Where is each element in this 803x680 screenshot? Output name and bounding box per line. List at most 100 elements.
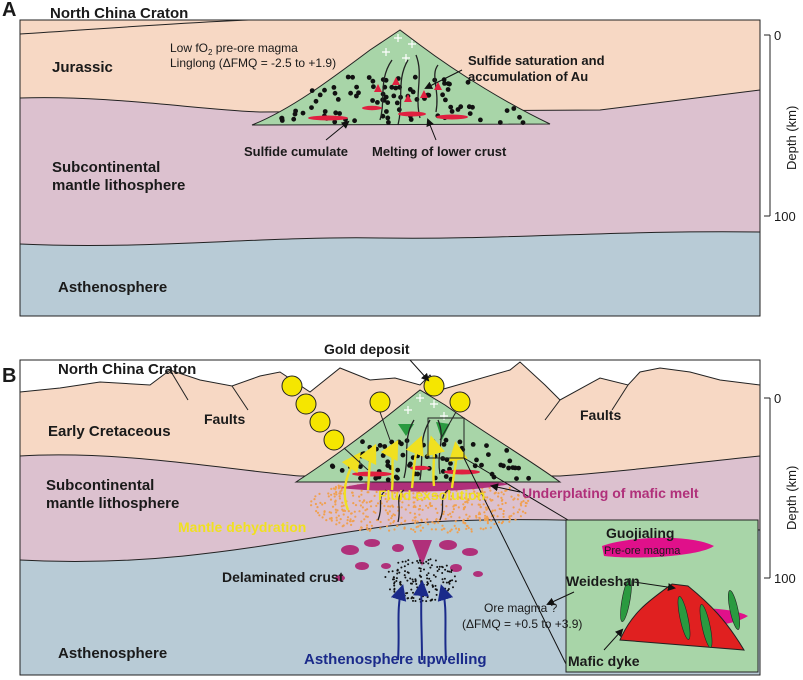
texture-dot bbox=[418, 507, 421, 511]
texture-dot bbox=[506, 465, 511, 471]
texture-dot bbox=[434, 507, 437, 510]
panel-b-deposit-feeders bbox=[343, 411, 457, 471]
texture-dot bbox=[416, 491, 419, 494]
texture-dot bbox=[358, 528, 362, 532]
texture-dot bbox=[485, 517, 488, 520]
panel-b-topography-line bbox=[20, 361, 760, 401]
texture-dot bbox=[370, 98, 375, 103]
texture-dot bbox=[454, 580, 457, 583]
texture-dot bbox=[352, 494, 355, 497]
texture-dot bbox=[410, 527, 413, 531]
texture-dot bbox=[404, 570, 406, 573]
texture-dot bbox=[369, 521, 372, 524]
inset-weideshan-arrow bbox=[633, 581, 676, 592]
texture-dot bbox=[291, 116, 297, 122]
texture-dot bbox=[415, 583, 418, 585]
texture-dot bbox=[476, 492, 479, 495]
texture-dot bbox=[445, 87, 451, 92]
texture-dot bbox=[398, 571, 401, 574]
texture-dot bbox=[395, 577, 398, 580]
texture-dot bbox=[335, 523, 338, 526]
texture-dot bbox=[478, 498, 481, 502]
panel-a-jurassic-label: Jurassic bbox=[52, 59, 113, 76]
texture-dot bbox=[440, 92, 445, 98]
texture-dot bbox=[393, 474, 399, 480]
texture-dot bbox=[412, 528, 415, 531]
texture-dot bbox=[479, 519, 482, 522]
texture-dot bbox=[414, 519, 417, 522]
texture-dot bbox=[412, 74, 418, 80]
texture-dot bbox=[524, 496, 527, 499]
texture-dot bbox=[512, 512, 515, 515]
texture-dot bbox=[368, 500, 371, 503]
texture-dot bbox=[452, 505, 455, 508]
texture-dot bbox=[452, 586, 454, 589]
texture-dot bbox=[327, 495, 330, 498]
texture-dot bbox=[392, 521, 395, 524]
texture-dot bbox=[502, 512, 505, 516]
texture-dot bbox=[389, 522, 392, 525]
texture-dot bbox=[414, 600, 417, 602]
texture-dot bbox=[364, 509, 367, 512]
texture-dot bbox=[434, 575, 437, 578]
texture-dot bbox=[525, 502, 528, 505]
texture-dot bbox=[445, 564, 448, 567]
texture-dot bbox=[470, 503, 474, 506]
texture-dot bbox=[450, 571, 453, 573]
texture-dot bbox=[432, 574, 435, 577]
texture-dot bbox=[310, 500, 313, 503]
panel-b-faults-left-label: Faults bbox=[204, 411, 245, 427]
texture-dot bbox=[422, 585, 425, 588]
texture-dot bbox=[365, 515, 368, 518]
texture-dot bbox=[379, 527, 382, 530]
texture-dot bbox=[498, 462, 504, 468]
texture-dot bbox=[405, 592, 408, 595]
texture-dot bbox=[436, 566, 439, 568]
texture-dot bbox=[510, 495, 513, 498]
texture-dot bbox=[337, 111, 342, 116]
texture-dot bbox=[438, 565, 441, 568]
texture-dot bbox=[511, 106, 517, 111]
texture-dot bbox=[323, 502, 327, 505]
texture-dot bbox=[322, 87, 327, 93]
gold-deposit-circle bbox=[449, 391, 471, 413]
texture-dot bbox=[376, 502, 380, 505]
texture-dot bbox=[419, 570, 422, 573]
panel-a-lab-line bbox=[20, 231, 760, 246]
texture-dot bbox=[414, 516, 417, 519]
texture-dot bbox=[346, 516, 350, 519]
texture-dot bbox=[419, 529, 422, 532]
texture-dot bbox=[483, 491, 486, 494]
texture-dot bbox=[433, 522, 436, 525]
panel-b-upwelling-arrows bbox=[390, 580, 454, 661]
texture-dot bbox=[341, 525, 344, 528]
panel-b-frame bbox=[19, 359, 761, 676]
texture-dot bbox=[425, 560, 428, 563]
texture-dot bbox=[404, 497, 407, 500]
inset-preore-magma-body bbox=[602, 537, 714, 558]
panel-a-sulfide-saturation-line1: Sulfide saturation and bbox=[468, 53, 605, 68]
gold-deposit-circle bbox=[309, 411, 331, 433]
texture-dot bbox=[377, 443, 383, 448]
texture-dot bbox=[512, 465, 518, 471]
texture-dot bbox=[407, 87, 413, 92]
texture-dot bbox=[337, 514, 340, 517]
texture-dot bbox=[342, 504, 345, 507]
texture-dot bbox=[453, 524, 456, 528]
texture-dot bbox=[427, 559, 430, 561]
panel-b-gold-deposit-arrow bbox=[409, 360, 430, 382]
texture-dot bbox=[330, 519, 333, 522]
texture-dot bbox=[393, 590, 396, 593]
texture-dot bbox=[395, 496, 398, 499]
texture-dot bbox=[338, 497, 341, 500]
panel-a bbox=[20, 20, 760, 316]
texture-dot bbox=[342, 513, 345, 516]
texture-dot bbox=[519, 515, 523, 518]
texture-dot bbox=[425, 600, 428, 603]
texture-dot bbox=[330, 487, 333, 490]
texture-dot bbox=[467, 498, 470, 501]
texture-dot bbox=[513, 497, 516, 500]
panel-b-underplating-arrow bbox=[490, 483, 521, 493]
texture-dot bbox=[438, 568, 441, 571]
texture-dot bbox=[374, 511, 377, 514]
